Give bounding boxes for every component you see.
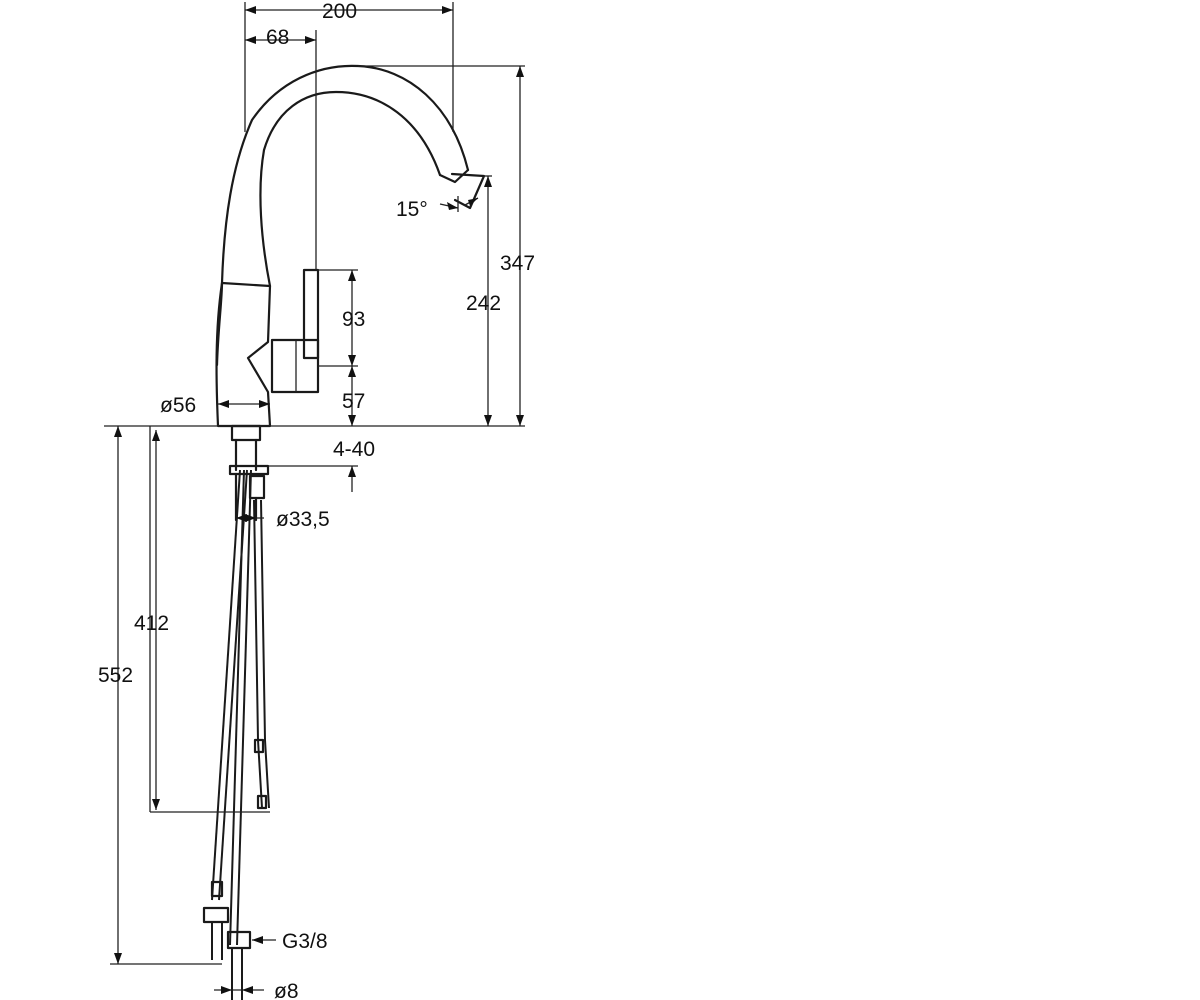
lever-handle (270, 268, 320, 394)
dim-spout-height: 242 (466, 292, 501, 315)
dim-shank-length: 412 (134, 612, 169, 635)
dimension-lines (104, 2, 525, 994)
dim-hose-length: 552 (98, 664, 133, 687)
dim-lever-base: 57 (342, 390, 365, 413)
dimension-labels: 200 68 15° 347 242 93 57 ø56 4-40 ø33,5 … (98, 0, 535, 1000)
dim-deck-thickness: 4-40 (333, 438, 375, 461)
dim-lever-height: 93 (342, 308, 365, 331)
dim-spout-angle: 15° (396, 198, 428, 221)
dim-spout-offset: 68 (266, 26, 289, 49)
shank-assembly (228, 424, 270, 522)
dim-base-diameter: ø56 (160, 394, 196, 417)
dim-connection-thread: G3/8 (282, 930, 328, 953)
supply-hoses (202, 469, 270, 1000)
faucet-outline (215, 64, 486, 428)
dim-width-total: 200 (322, 0, 357, 23)
dim-shank-diameter: ø33,5 (276, 508, 330, 531)
dim-height-total: 347 (500, 252, 535, 275)
dim-hose-diameter: ø8 (274, 980, 299, 1000)
